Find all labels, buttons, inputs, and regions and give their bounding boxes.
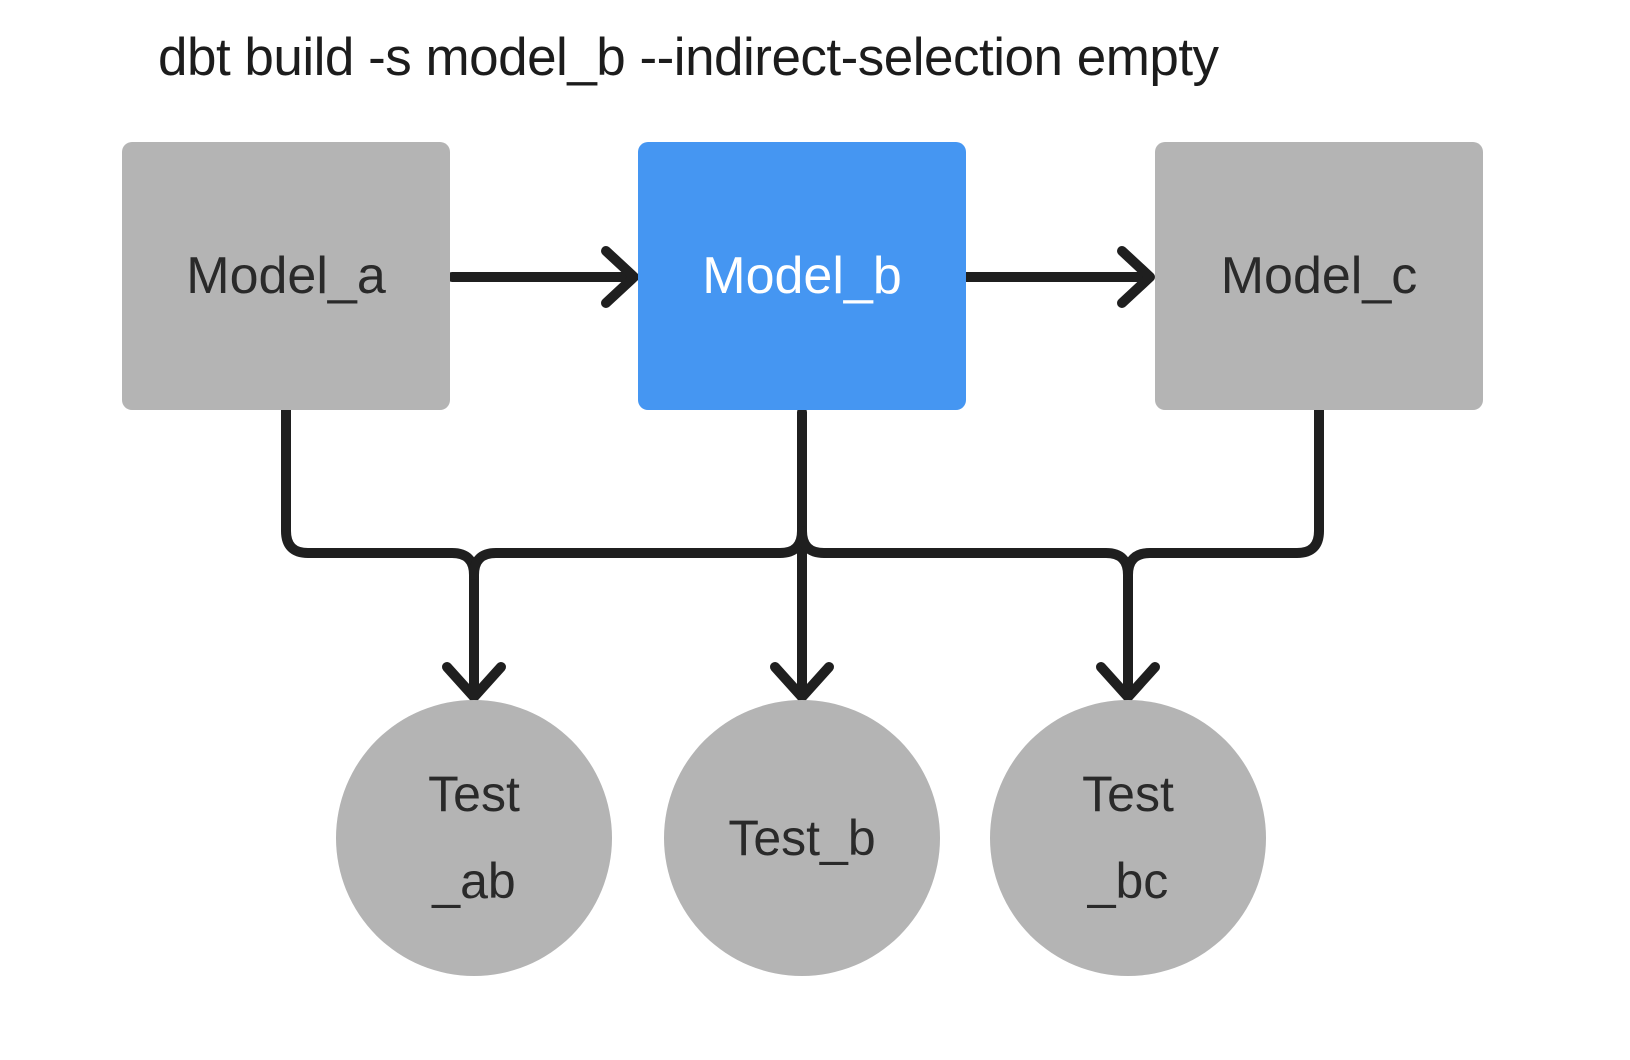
down-arrowhead-icon — [1096, 662, 1160, 702]
node-test-ab: Test _ab — [336, 700, 612, 976]
node-test-bc-label-line1: Test — [1082, 766, 1174, 822]
node-model-b: Model_b — [638, 142, 966, 410]
down-arrowhead-icon — [770, 662, 834, 702]
node-model-c-label: Model_c — [1220, 247, 1418, 305]
node-test-b-label-line1: Test_b — [728, 809, 876, 866]
edge-model-b-to-test-ab — [469, 526, 807, 580]
node-test-bc: Test _bc — [990, 700, 1266, 976]
node-model-a: Model_a — [122, 142, 450, 410]
node-test-ab-label-line1: Test — [428, 766, 520, 822]
node-model-a-label: Model_a — [186, 247, 386, 305]
node-test-bc-label-line2: _bc — [1087, 853, 1169, 909]
down-arrowhead-icon — [442, 662, 506, 702]
node-test-ab-label-line2: _ab — [432, 853, 516, 909]
command-title: dbt build -s model_b --indirect-selectio… — [158, 28, 1219, 87]
edge-model-b-to-test-bc — [797, 526, 1133, 702]
node-test-b: Test_b — [664, 700, 940, 976]
right-arrowhead-icon — [1117, 246, 1155, 308]
edge-model-a-to-test-ab — [281, 405, 479, 702]
node-model-b-label: Model_b — [702, 247, 902, 305]
edge-model-c-to-test-bc — [1123, 405, 1324, 580]
right-arrowhead-icon — [601, 246, 639, 308]
node-model-c: Model_c — [1155, 142, 1483, 410]
